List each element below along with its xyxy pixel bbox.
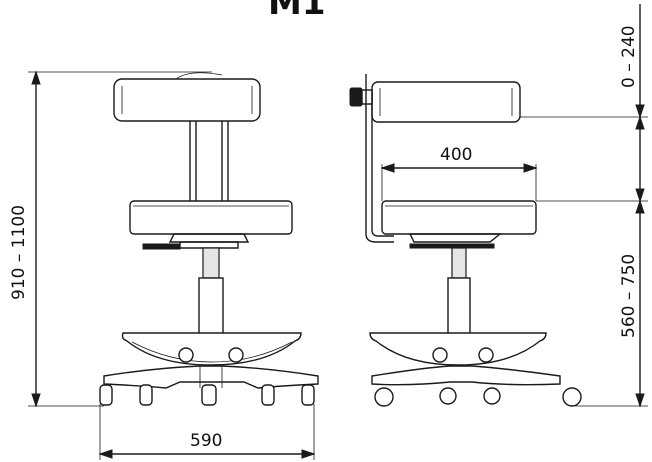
side-view <box>349 74 582 407</box>
caster-wheels <box>99 384 315 406</box>
dim-seat-width: 400 <box>440 145 472 165</box>
dim-backrest-adjust: 0 – 240 <box>619 25 639 88</box>
dimension-lines <box>28 4 648 460</box>
dim-base-width: 590 <box>190 431 222 451</box>
model-title: M1 <box>268 0 326 23</box>
front-view <box>99 72 319 406</box>
dim-seat-height: 560 – 750 <box>619 254 639 338</box>
dim-total-height: 910 – 1100 <box>9 205 29 300</box>
